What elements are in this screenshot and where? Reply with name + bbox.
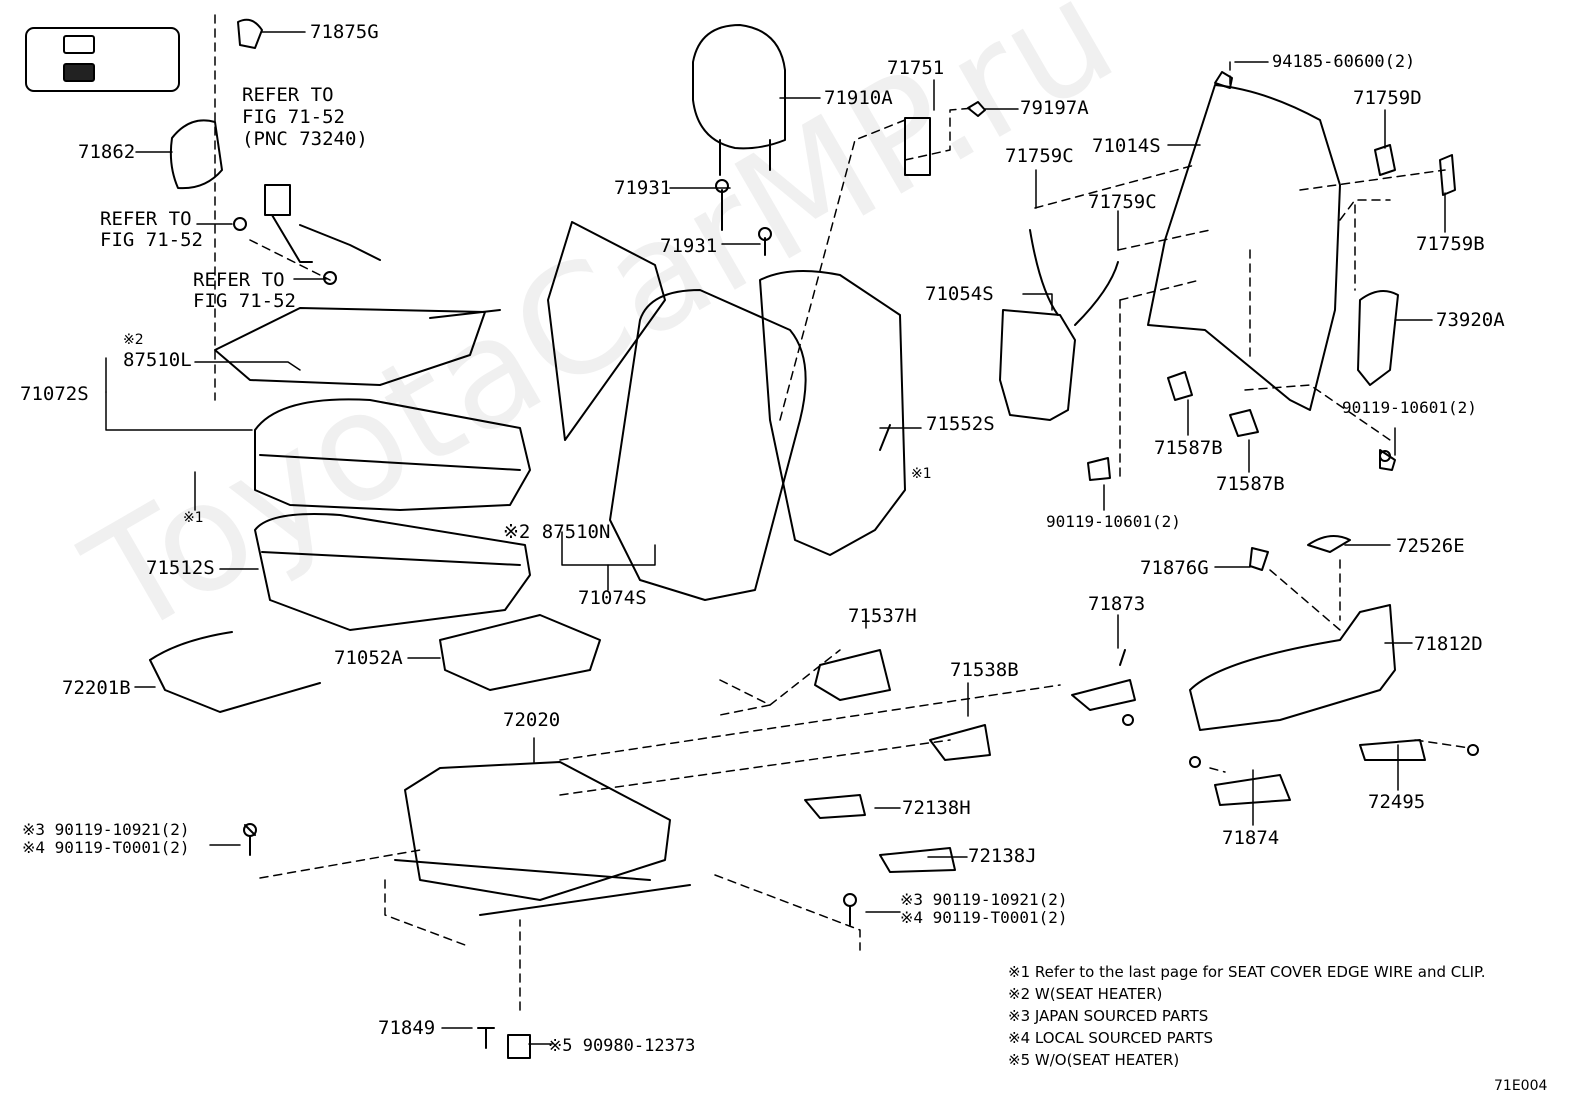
- label-94185-60600[interactable]: 94185-60600(2): [1272, 52, 1416, 72]
- part-shapes: [149, 18, 1479, 1059]
- mark-87510L: ※2: [123, 332, 144, 348]
- label-72138J[interactable]: 72138J: [968, 845, 1037, 867]
- label-71874[interactable]: 71874: [1222, 827, 1280, 849]
- label-90119-10601-a[interactable]: 90119-10601(2): [1342, 398, 1477, 417]
- label-71537H[interactable]: 71537H: [848, 605, 917, 627]
- dashed-lines: [214, 14, 1471, 1011]
- label-71875G[interactable]: 71875G: [310, 21, 379, 43]
- label-90119-T0001-a[interactable]: ※4 90119-T0001(2): [22, 838, 190, 857]
- label-refer-to-1: REFER TO: [242, 84, 334, 106]
- label-72138H[interactable]: 72138H: [902, 797, 971, 819]
- label-72526E[interactable]: 72526E: [1396, 535, 1465, 557]
- label-90119-T0001-b[interactable]: ※4 90119-T0001(2): [900, 908, 1068, 927]
- figure-id: 71E004: [1494, 1078, 1548, 1094]
- footnote-1: ※1 Refer to the last page for SEAT COVER…: [1008, 963, 1486, 981]
- label-71552S[interactable]: 71552S: [926, 413, 995, 435]
- label-71931-a[interactable]: 71931: [614, 177, 672, 199]
- footnote-3: ※3 JAPAN SOURCED PARTS: [1008, 1007, 1209, 1025]
- label-71876G[interactable]: 71876G: [1140, 557, 1209, 579]
- label-90119-10921-b[interactable]: ※3 90119-10921(2): [900, 890, 1068, 909]
- label-90119-10921-a[interactable]: ※3 90119-10921(2): [22, 820, 190, 839]
- label-71759D[interactable]: 71759D: [1353, 87, 1422, 109]
- label-71512S[interactable]: 71512S: [146, 557, 215, 579]
- label-90980-12373[interactable]: ※5 90980-12373: [548, 1036, 696, 1056]
- label-71910A[interactable]: 71910A: [824, 87, 893, 109]
- label-refer-to-3: REFER TO: [193, 269, 285, 291]
- label-72201B[interactable]: 72201B: [62, 677, 131, 699]
- label-87510L[interactable]: 87510L: [123, 349, 192, 371]
- legend-light-swatch: [63, 35, 95, 54]
- label-pnc-73240: (PNC 73240): [242, 128, 368, 150]
- label-71873[interactable]: 71873: [1088, 593, 1146, 615]
- label-71751[interactable]: 71751: [887, 57, 945, 79]
- label-71072S[interactable]: 71072S: [20, 383, 89, 405]
- footnote-2: ※2 W(SEAT HEATER): [1008, 985, 1163, 1003]
- label-71759B[interactable]: 71759B: [1416, 233, 1485, 255]
- label-refer-to-2: REFER TO: [100, 208, 192, 230]
- label-71538B[interactable]: 71538B: [950, 659, 1019, 681]
- footnote-4: ※4 LOCAL SOURCED PARTS: [1008, 1029, 1213, 1047]
- label-71587B-a[interactable]: 71587B: [1154, 437, 1223, 459]
- label-72020[interactable]: 72020: [503, 709, 561, 731]
- label-71074S[interactable]: 71074S: [578, 587, 647, 609]
- label-71931-b[interactable]: 71931: [660, 235, 718, 257]
- leader-lines: [105, 31, 1446, 1045]
- footnote-5: ※5 W/O(SEAT HEATER): [1008, 1051, 1180, 1069]
- label-71849[interactable]: 71849: [378, 1017, 436, 1039]
- legend-box: [25, 27, 180, 92]
- label-79197A[interactable]: 79197A: [1020, 97, 1089, 119]
- label-71054S[interactable]: 71054S: [925, 283, 994, 305]
- label-72495[interactable]: 72495: [1368, 791, 1426, 813]
- label-71014S[interactable]: 71014S: [1092, 135, 1161, 157]
- label-73920A[interactable]: 73920A: [1436, 309, 1505, 331]
- label-fig-71-52-1: FIG 71-52: [242, 106, 345, 128]
- label-71587B-b[interactable]: 71587B: [1216, 473, 1285, 495]
- label-87510N[interactable]: ※2 87510N: [503, 521, 611, 543]
- label-71052A[interactable]: 71052A: [334, 647, 403, 669]
- label-fig-71-52-2: FIG 71-52: [100, 229, 203, 251]
- label-71862[interactable]: 71862: [78, 141, 136, 163]
- label-71812D[interactable]: 71812D: [1414, 633, 1483, 655]
- label-71759C-b[interactable]: 71759C: [1088, 191, 1157, 213]
- mark-71072S: ※1: [183, 510, 204, 526]
- legend-dark-swatch: [63, 63, 95, 82]
- mark-71552S: ※1: [911, 466, 932, 482]
- label-fig-71-52-3: FIG 71-52: [193, 290, 296, 312]
- label-90119-10601-b[interactable]: 90119-10601(2): [1046, 512, 1181, 531]
- label-71759C-a[interactable]: 71759C: [1005, 145, 1074, 167]
